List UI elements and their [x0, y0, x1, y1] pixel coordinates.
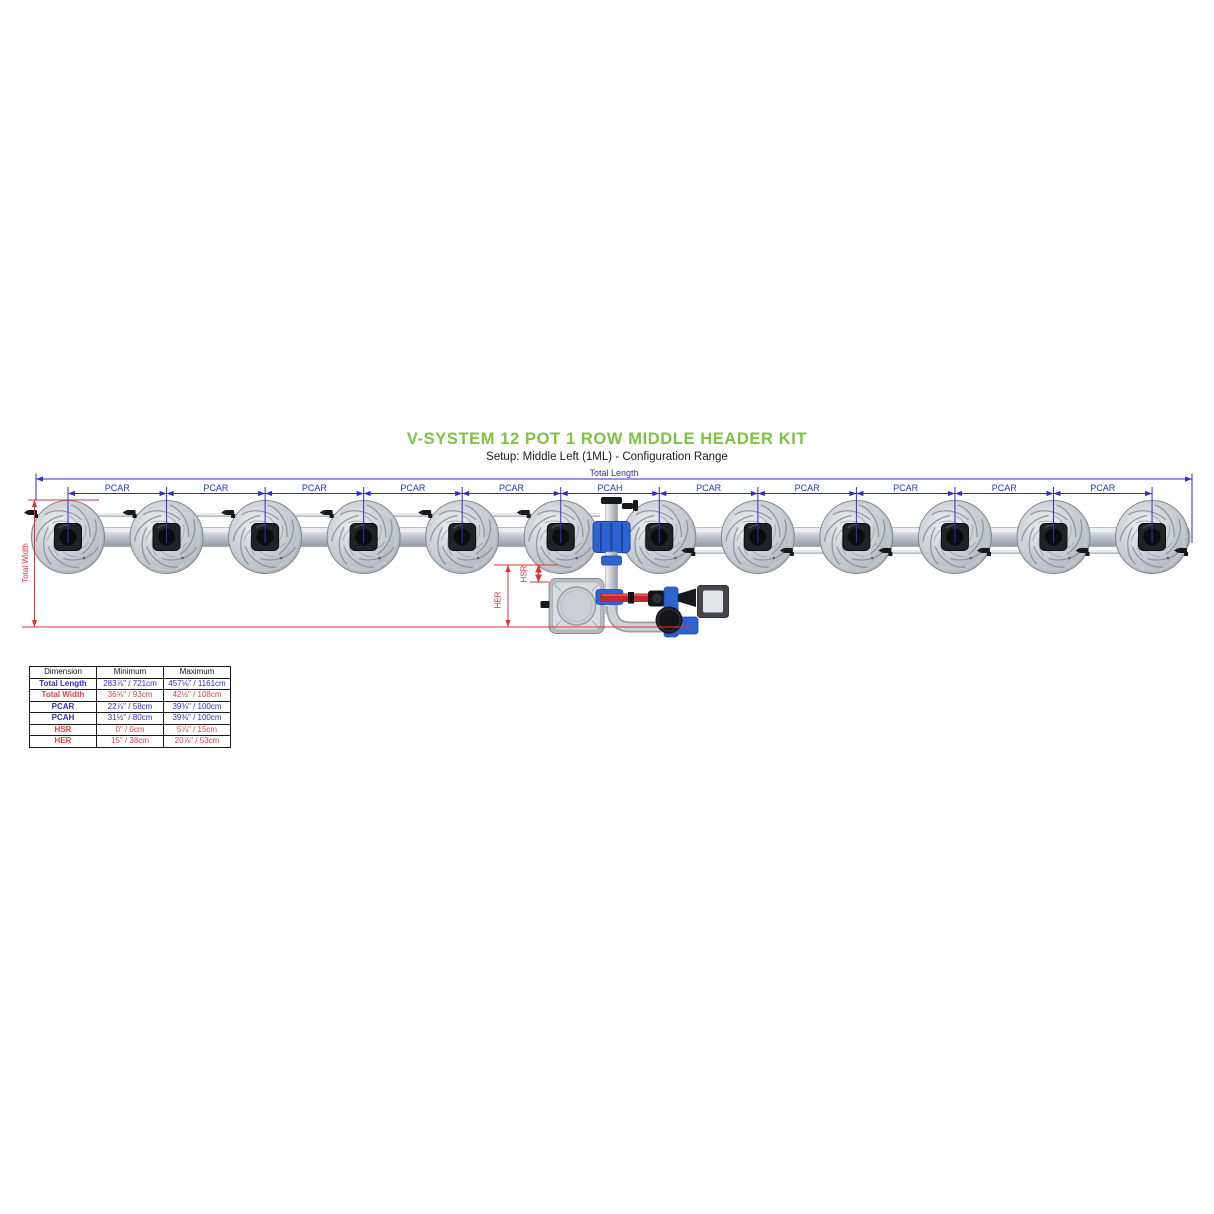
sprayer-fitting-icon [418, 510, 433, 518]
dimension-max: 20⅞" / 53cm [163, 735, 231, 748]
hsr-label: HSR [520, 565, 529, 582]
sprayer-fitting-icon [779, 548, 794, 556]
span-label: PCAR [302, 483, 328, 493]
dimension-label: HER [29, 735, 97, 748]
dimension-max: 5⅞" / 15cm [163, 723, 231, 736]
page-title: V-SYSTEM 12 POT 1 ROW MIDDLE HEADER KIT [406, 430, 808, 448]
pump-icon [655, 606, 683, 634]
reservoir-tank [540, 578, 605, 634]
pot [720, 500, 795, 574]
dimension-label: Total Length [29, 677, 97, 690]
pot [326, 500, 401, 574]
dimension-max: 39⅜" / 100cm [163, 700, 231, 713]
span-label: PCAR [499, 483, 525, 493]
sprayer-fitting-icon [878, 548, 893, 556]
dimension-label: PCAR [29, 700, 97, 713]
header-assembly [540, 497, 729, 638]
pot [1016, 500, 1091, 574]
her-label: HER [494, 591, 503, 608]
pot [1115, 500, 1190, 574]
dimension-label: PCAH [29, 712, 97, 725]
sprayer-fitting-icon [681, 548, 696, 556]
pot [523, 500, 598, 574]
header-top-fitting-icon [601, 497, 622, 504]
dimension-min: 31½" / 80cm [96, 712, 164, 725]
tank-lid [556, 586, 597, 626]
total-length-label: Total Length [589, 468, 638, 478]
sprayer-fitting-icon [24, 510, 38, 518]
pot [129, 500, 204, 574]
sprayer-fitting-icon [1075, 548, 1090, 556]
sprayer-fitting-icon [122, 510, 137, 518]
page-subtitle: Setup: Middle Left (1ML) - Configuration… [486, 451, 728, 463]
pot [228, 500, 303, 574]
span-label: PCAH [598, 483, 623, 493]
dimension-min: 22⅞" / 58cm [96, 700, 164, 713]
pot [917, 500, 992, 574]
span-label: PCAR [795, 483, 821, 493]
span-label: PCAR [105, 483, 131, 493]
dimension-max: 42½" / 108cm [163, 689, 231, 702]
span-label: PCAR [893, 483, 919, 493]
tank-spigot-icon [540, 601, 550, 608]
dimension-label: Total Width [29, 689, 97, 702]
dimension-max: 39⅜" / 100cm [163, 712, 231, 725]
span-label: PCAR [1090, 483, 1116, 493]
table-header-cell: Maximum [163, 666, 231, 679]
sprayer-fitting-icon [319, 510, 334, 518]
sprayer-fitting-icon [516, 510, 531, 518]
sprayer-fitting-icon [221, 510, 236, 518]
span-label: PCAR [992, 483, 1018, 493]
sprayer-fitting-icon [976, 548, 991, 556]
sprayer-fitting-icon [1174, 548, 1189, 556]
pot [819, 500, 894, 574]
red-dimensions: Total Width HER HSR [21, 499, 692, 628]
span-label: PCAR [203, 483, 229, 493]
table-header-cell: Dimension [29, 666, 97, 679]
total-width-label: Total Width [21, 543, 30, 583]
dimension-min: 15" / 38cm [96, 735, 164, 748]
dimension-min: 36⅝" / 93cm [96, 689, 164, 702]
span-label: PCAR [400, 483, 426, 493]
pot [425, 500, 500, 574]
dimension-max: 457⅛" / 1161cm [163, 677, 231, 690]
pump-assembly [655, 585, 729, 638]
dimension-min: 0" / 0cm [96, 723, 164, 736]
pot [31, 500, 105, 574]
table-header-cell: Minimum [96, 666, 164, 679]
dimension-min: 283⅞" / 721cm [96, 677, 164, 690]
pot [622, 500, 697, 574]
dimension-label: HSR [29, 723, 97, 736]
span-label: PCAR [696, 483, 722, 493]
